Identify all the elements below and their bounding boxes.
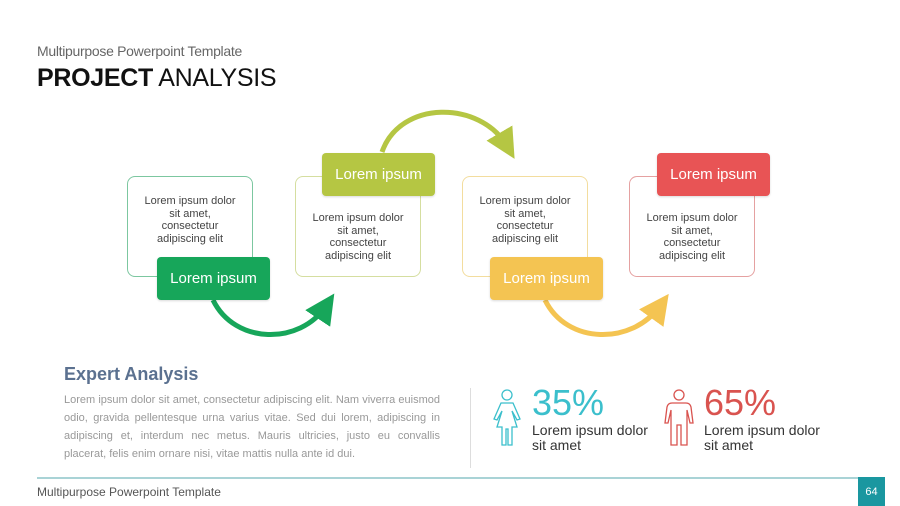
footer-line xyxy=(37,477,858,479)
page-title: PROJECT ANALYSIS xyxy=(37,64,277,93)
step-text: Lorem ipsum dolor sit amet, consectetur … xyxy=(479,195,571,245)
footer-text: Multipurpose Powerpoint Template xyxy=(37,485,221,499)
step-text: Lorem ipsum dolor sit amet, consectetur … xyxy=(646,212,738,262)
analysis-body: Lorem ipsum dolor sit amet, consectetur … xyxy=(64,394,440,460)
male-icon xyxy=(664,389,694,446)
step-label-1: Lorem ipsum xyxy=(157,257,270,300)
divider xyxy=(470,388,471,468)
arrow-olive xyxy=(379,109,515,159)
step-label-2: Lorem ipsum xyxy=(322,153,435,196)
header-subtitle: Multipurpose Powerpoint Template xyxy=(37,43,242,59)
step-label-3: Lorem ipsum xyxy=(490,257,603,300)
title-bold: PROJECT xyxy=(37,64,153,92)
step-label-4: Lorem ipsum xyxy=(657,153,770,196)
arrow-green xyxy=(210,293,335,337)
analysis-heading: Expert Analysis xyxy=(64,364,199,384)
page-number: 64 xyxy=(858,477,885,506)
stat-text-female: Lorem ipsum dolor sit amet xyxy=(532,422,648,453)
stat-text-male: Lorem ipsum dolor sit amet xyxy=(704,422,820,453)
title-rest: ANALYSIS xyxy=(152,64,277,92)
stat-value-female: 35% xyxy=(532,382,605,423)
female-icon xyxy=(493,389,521,446)
step-text: Lorem ipsum dolor sit amet, consectetur … xyxy=(312,212,404,262)
stat-value-male: 65% xyxy=(704,382,777,423)
arrow-yellow xyxy=(542,293,669,337)
step-text: Lorem ipsum dolor sit amet, consectetur … xyxy=(144,195,236,245)
